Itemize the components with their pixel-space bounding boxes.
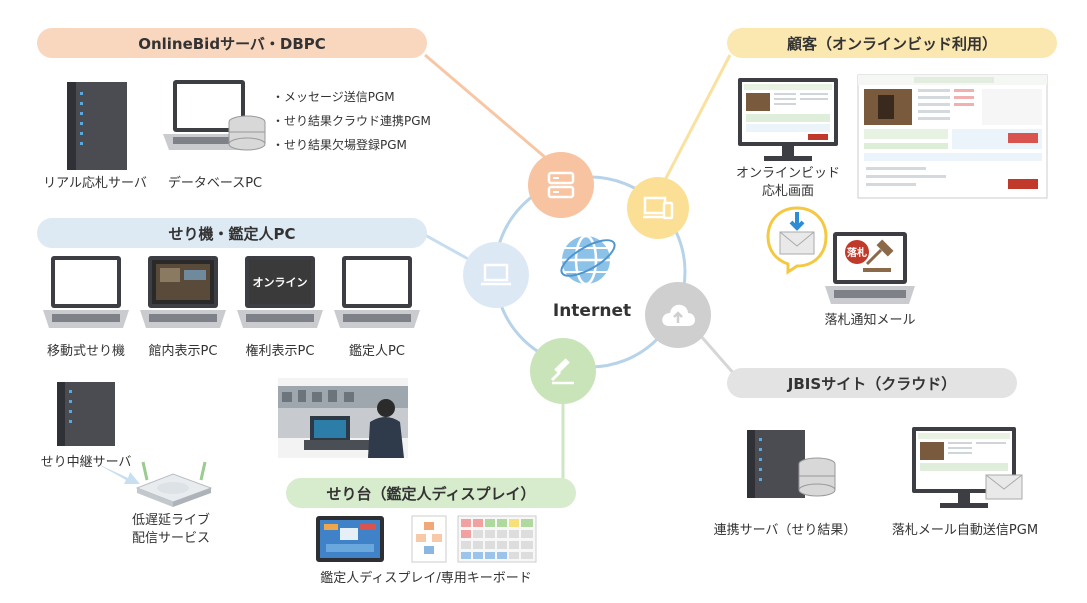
jbis-group-title: JBISサイト（クラウド） [727, 368, 1017, 398]
award-badge-text: 落札 [847, 248, 867, 259]
award-mail-laptop-icon [825, 232, 915, 304]
program-item: ・せり結果クラウド連携PGM [272, 114, 431, 128]
devices-icon [643, 196, 674, 220]
connector-customer [663, 54, 732, 181]
venue-display-label: 館内表示PC [148, 344, 218, 359]
internet-label: Internet [552, 301, 632, 321]
database-pc-label: データベースPC [167, 176, 263, 191]
customer-node [627, 177, 689, 239]
auction-group-title: せり機・鑑定人PC [37, 218, 427, 248]
auto-mail-label: 落札メール自動送信PGM [891, 523, 1039, 538]
program-item: ・せり結果欠場登録PGM [272, 138, 407, 152]
online-screen-text: オンライン [252, 276, 308, 289]
award-mail-caption: 落札通知メール [824, 313, 916, 328]
mail-notification-bubble [766, 206, 828, 275]
jbis-node [645, 282, 711, 348]
tower-server-icon [67, 82, 127, 170]
appraiser-pc-label: 鑑定人PC [349, 344, 405, 359]
server-group-title: OnlineBidサーバ・DBPC [37, 28, 427, 58]
connector-auction [424, 233, 471, 262]
rights-display-label: 権利表示PC [245, 344, 315, 359]
cloud-upload-icon [662, 304, 695, 326]
integration-server-icon [747, 430, 836, 498]
globe-icon [560, 234, 616, 286]
online-bid-caption-1: オンラインビッド [735, 166, 840, 181]
database-laptop-icon [163, 80, 266, 151]
connector-jbis [698, 334, 737, 376]
stream-label-1: 低遅延ライブ [131, 513, 210, 528]
gavel-icon [550, 358, 574, 385]
program-item: ・メッセージ送信PGM [272, 90, 395, 104]
server-node [528, 152, 594, 218]
online-bid-caption-2: 応札画面 [761, 184, 814, 199]
keyboard-layout-image-2 [457, 515, 537, 563]
desk-group-title: せり台（鑑定人ディスプレイ） [286, 478, 576, 508]
auction-venue-photo [278, 378, 408, 458]
integration-server-label: 連携サーバ（せり結果） [713, 523, 857, 538]
wifi-router-icon [135, 461, 213, 507]
appraiser-laptop-icon [334, 256, 420, 328]
server-stack-icon [547, 171, 575, 199]
real-server-label: リアル応札サーバ [43, 176, 147, 191]
relay-server-icon [57, 382, 115, 446]
relay-server-label: せり中継サーバ [40, 455, 132, 470]
mobile-auction-laptop-icon [43, 256, 129, 328]
keyboard-layout-image-1 [411, 515, 447, 563]
stream-label-2: 配信サービス [131, 531, 210, 546]
stream-arrow [94, 462, 140, 484]
laptop-icon [481, 263, 511, 286]
customer-group-title: 顧客（オンラインビッド利用） [727, 28, 1057, 58]
desk-caption: 鑑定人ディスプレイ/専用キーボード [320, 571, 532, 586]
connector-server [424, 53, 561, 172]
venue-display-laptop-icon [140, 256, 226, 328]
online-bid-screenshot [857, 74, 1048, 199]
online-bid-monitor-icon [738, 78, 838, 161]
auto-mail-monitor-icon [912, 427, 1023, 508]
auction-node [463, 242, 529, 308]
rights-display-laptop-icon [237, 256, 323, 328]
appraiser-display-image [316, 516, 384, 562]
desk-node [530, 338, 596, 404]
mobile-auction-label: 移動式せり機 [46, 344, 125, 359]
